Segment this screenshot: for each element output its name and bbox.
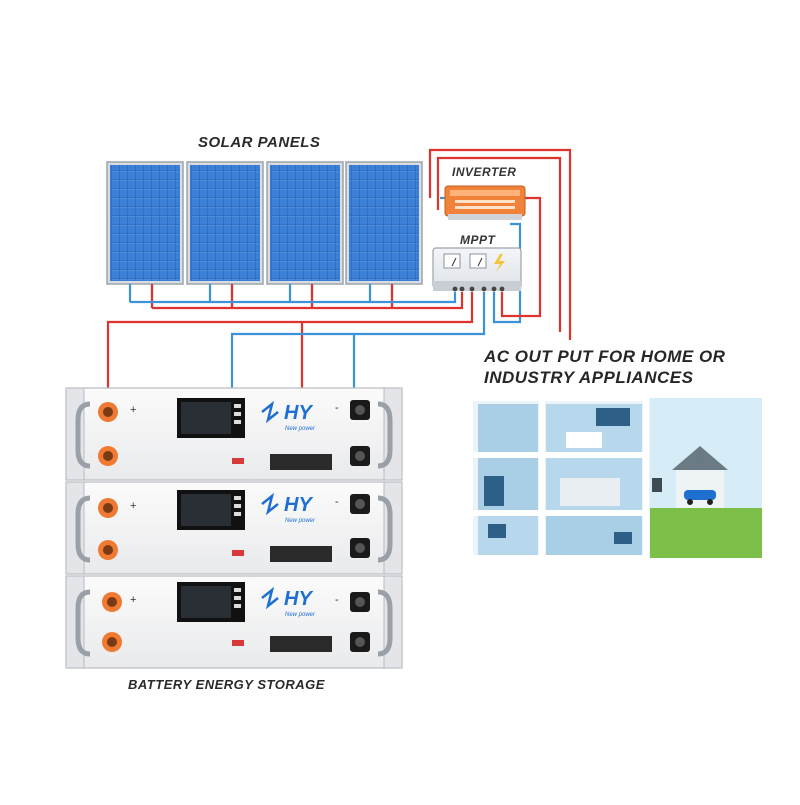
battery-storage-label: BATTERY ENERGY STORAGE — [128, 677, 325, 692]
battery-brand-name: HY — [284, 588, 312, 610]
solar-panel — [106, 161, 184, 285]
inverter-label: INVERTER — [452, 165, 517, 179]
wiring — [106, 148, 572, 392]
battery-brand-tagline: New power — [285, 612, 316, 618]
solar-panel — [186, 161, 264, 285]
ac-output-line-2: INDUSTRY APPLIANCES — [484, 368, 694, 387]
positive-terminal-sign: + — [130, 500, 137, 512]
negative-terminal-sign: - — [335, 594, 339, 606]
ac-output-label: AC OUT PUT FOR HOME OR INDUSTRY APPLIANC… — [484, 346, 784, 388]
solar-panels-label: SOLAR PANELS — [198, 134, 321, 151]
ac-output-line-1: AC OUT PUT FOR HOME OR — [484, 347, 726, 366]
battery-brand-tagline: New power — [285, 426, 316, 432]
battery-brand-tagline: New power — [285, 518, 316, 524]
inverter — [444, 185, 526, 220]
solar-panel — [266, 161, 344, 285]
mppt-controller — [432, 247, 522, 292]
solar-panel-array — [106, 161, 423, 285]
battery-brand-name: HY — [284, 402, 312, 424]
positive-terminal-sign: + — [130, 594, 137, 606]
battery-brand-name: HY — [284, 494, 312, 516]
battery-module — [65, 575, 403, 669]
negative-terminal-sign: - — [335, 496, 339, 508]
negative-terminal-sign: - — [335, 402, 339, 414]
solar-panel — [345, 161, 423, 285]
battery-module — [65, 387, 403, 481]
house-illustration — [467, 395, 762, 561]
positive-terminal-sign: + — [130, 404, 137, 416]
battery-rack — [65, 387, 403, 669]
mppt-label: MPPT — [460, 233, 496, 247]
battery-module — [65, 481, 403, 575]
